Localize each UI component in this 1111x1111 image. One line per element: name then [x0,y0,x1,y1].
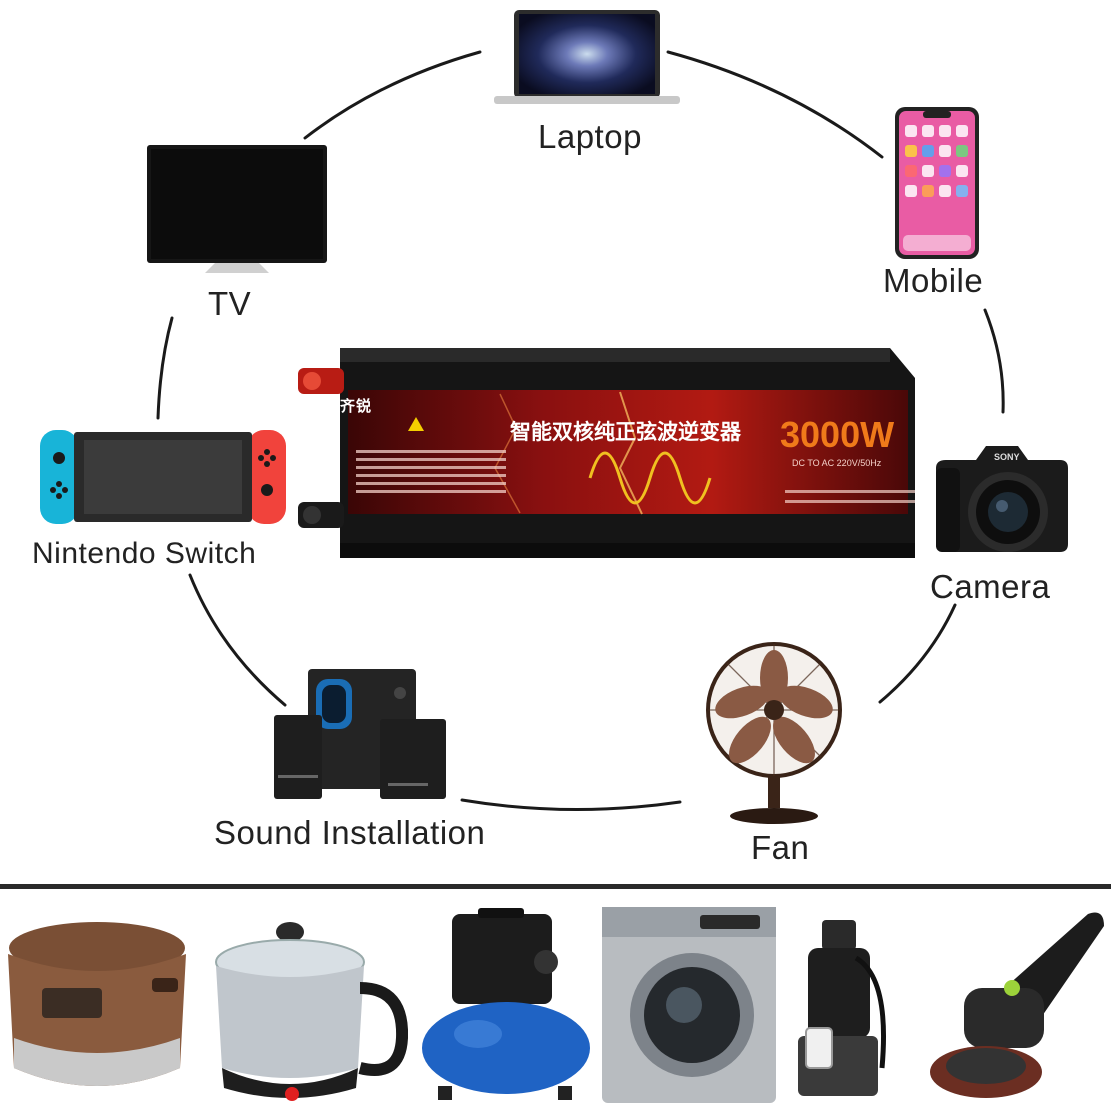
sound-label: Sound Installation [214,814,486,851]
angle-grinder-icon [930,912,1104,1098]
power-inverter-image [290,318,932,580]
air-compressor-icon [422,908,590,1100]
electric-pot-icon [215,922,408,1101]
tv-icon [147,145,327,273]
switch-label: Nintendo Switch [32,537,257,570]
inverter-brand: 齐锐 [340,398,373,415]
mobile-phone-icon [895,107,979,259]
fan-icon [706,642,842,824]
laptop-icon [494,10,680,104]
connection-arcs [156,50,1005,812]
section-divider [0,884,1111,889]
rice-cooker-icon [8,922,186,1086]
mobile-label: Mobile [883,262,984,299]
inverter-power: 3000W [780,414,895,455]
inverter-spec: DC TO AC 220V/50Hz [792,458,882,468]
tv-label: TV [208,285,252,322]
camera-icon: SONY [936,446,1068,552]
sump-pump-icon [798,920,886,1096]
game-console-icon [40,430,286,524]
laptop-label: Laptop [538,118,642,155]
svg-text:SONY: SONY [994,452,1020,462]
camera-label: Camera [930,568,1051,605]
inverter-title: 智能双核纯正弦波逆变器 [510,420,741,444]
speaker-system-icon [274,669,446,799]
washing-machine-icon [602,907,776,1103]
fan-label: Fan [751,829,810,866]
